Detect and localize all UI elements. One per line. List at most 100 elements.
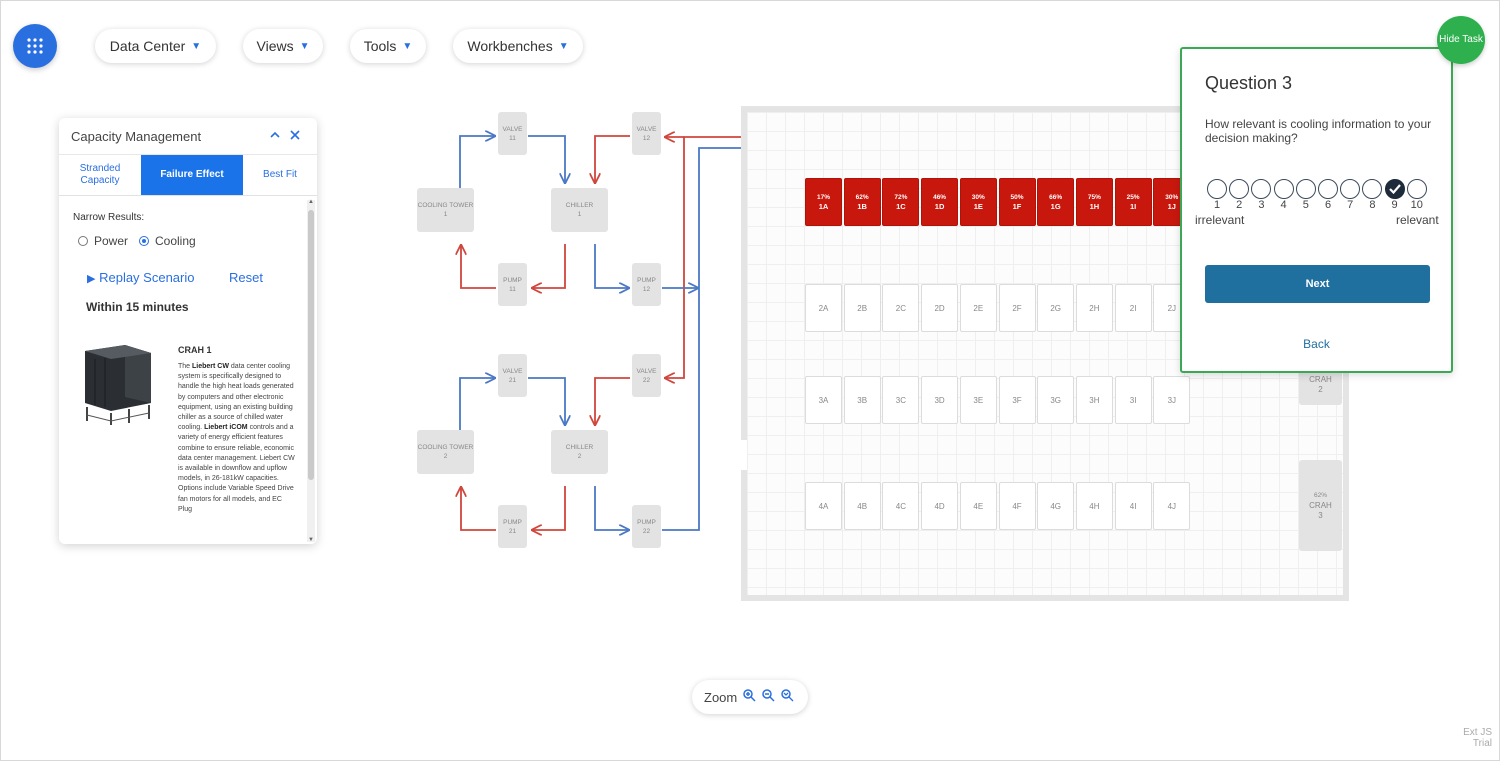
rating-option[interactable] [1406,179,1427,199]
rack[interactable]: 4G [1037,482,1075,530]
rack[interactable]: 25%1I [1114,178,1152,226]
menu-views[interactable]: Views ▼ [243,29,323,63]
rack[interactable]: 4H [1075,482,1113,530]
rack[interactable]: 17%1A [805,178,842,226]
rack[interactable]: 50%1F [998,178,1036,226]
zoom-reset-icon[interactable] [781,689,794,705]
rating-option[interactable] [1384,179,1405,199]
scroll-up-icon[interactable]: ▲ [308,199,314,205]
scroll-down-icon[interactable]: ▼ [308,537,314,543]
rack[interactable]: 3J [1153,376,1191,424]
hide-task-button[interactable]: Hide Task [1437,16,1485,64]
rack[interactable]: 4E [959,482,997,530]
rack-label: 2H [1089,303,1100,313]
rack[interactable]: 2G [1037,284,1075,332]
rack[interactable]: 3H [1075,376,1113,424]
rack-label: 1B [857,201,867,211]
rack[interactable]: 3C [882,376,920,424]
tab-failure-effect[interactable]: Failure Effect [141,155,243,195]
rating-option[interactable] [1340,179,1361,199]
menu-workbenches[interactable]: Workbenches ▼ [453,29,583,63]
rack[interactable]: 66%1G [1037,178,1075,226]
rack-load: 75% [1087,193,1101,201]
rating-option[interactable] [1362,179,1383,199]
rack[interactable]: 2H [1075,284,1113,332]
question-card: Question 3 How relevant is cooling infor… [1180,47,1453,373]
rack[interactable]: 2F [998,284,1036,332]
rack[interactable]: 4C [882,482,920,530]
rack[interactable]: 4A [805,482,842,530]
panel-title: Capacity Management [71,128,202,144]
rack-label: 3I [1129,395,1137,405]
crah-3[interactable]: 62% CRAH 3 [1299,460,1342,551]
rating-option[interactable] [1229,179,1250,199]
radio-power[interactable]: Power [78,234,128,248]
rack[interactable]: 46%1D [921,178,959,226]
rack-label: 3H [1089,395,1100,405]
check-icon [1388,184,1401,194]
rack-load: 50% [1010,193,1024,201]
radio-cooling[interactable]: Cooling [139,234,196,248]
rack[interactable]: 3I [1114,376,1152,424]
rack[interactable]: 3D [921,376,959,424]
menu-data-center[interactable]: Data Center ▼ [95,29,216,63]
chevron-up-icon[interactable] [270,128,280,143]
rating-option[interactable] [1295,179,1316,199]
crah-label: CRAH [1309,500,1332,510]
rack[interactable]: 4D [921,482,959,530]
rack[interactable]: 72%1C [882,178,920,226]
radio-button[interactable] [139,236,149,246]
panel-scrollbar[interactable]: ▲ ▼ [307,199,315,543]
apps-grid-button[interactable] [13,24,57,68]
zoom-out-icon[interactable] [762,689,775,705]
rack[interactable]: 4J [1153,482,1191,530]
rack[interactable]: 4I [1114,482,1152,530]
rack[interactable]: 3B [843,376,881,424]
rating-option[interactable] [1273,179,1294,199]
rack[interactable]: 3G [1037,376,1075,424]
rack[interactable]: 2B [843,284,881,332]
rack[interactable]: 75%1H [1075,178,1113,226]
menu-tools[interactable]: Tools ▼ [350,29,426,63]
rack[interactable]: 4F [998,482,1036,530]
rack[interactable]: 3A [805,376,842,424]
rack[interactable]: 3E [959,376,997,424]
tab-best-fit[interactable]: Best Fit [263,169,297,180]
back-button[interactable]: Back [1303,337,1330,351]
rack-label: 4G [1050,501,1062,511]
rack[interactable]: 62%1B [843,178,881,226]
rating-option[interactable] [1251,179,1272,199]
rack[interactable]: 2A [805,284,842,332]
close-icon[interactable] [290,128,300,143]
rack[interactable]: 2C [882,284,920,332]
rack[interactable]: 4B [843,482,881,530]
pump-label: PUMP [503,518,522,526]
rack[interactable]: 2D [921,284,959,332]
zoom-in-icon[interactable] [743,689,756,705]
rating-option[interactable] [1207,179,1227,199]
rating-option[interactable] [1318,179,1338,199]
reset-button[interactable]: Reset [229,270,263,285]
tab-stranded-capacity[interactable]: Stranded Capacity [79,163,121,186]
rack[interactable]: 3F [998,376,1036,424]
menu-label: Data Center [109,38,186,54]
rack[interactable]: 2I [1114,284,1152,332]
next-button[interactable]: Next [1205,265,1430,303]
rack[interactable]: 30%1E [959,178,997,226]
radio-button[interactable] [78,236,88,246]
replay-scenario-button[interactable]: ▶ Replay Scenario [87,270,194,285]
rack[interactable]: 2E [959,284,997,332]
scroll-thumb[interactable] [308,210,314,480]
